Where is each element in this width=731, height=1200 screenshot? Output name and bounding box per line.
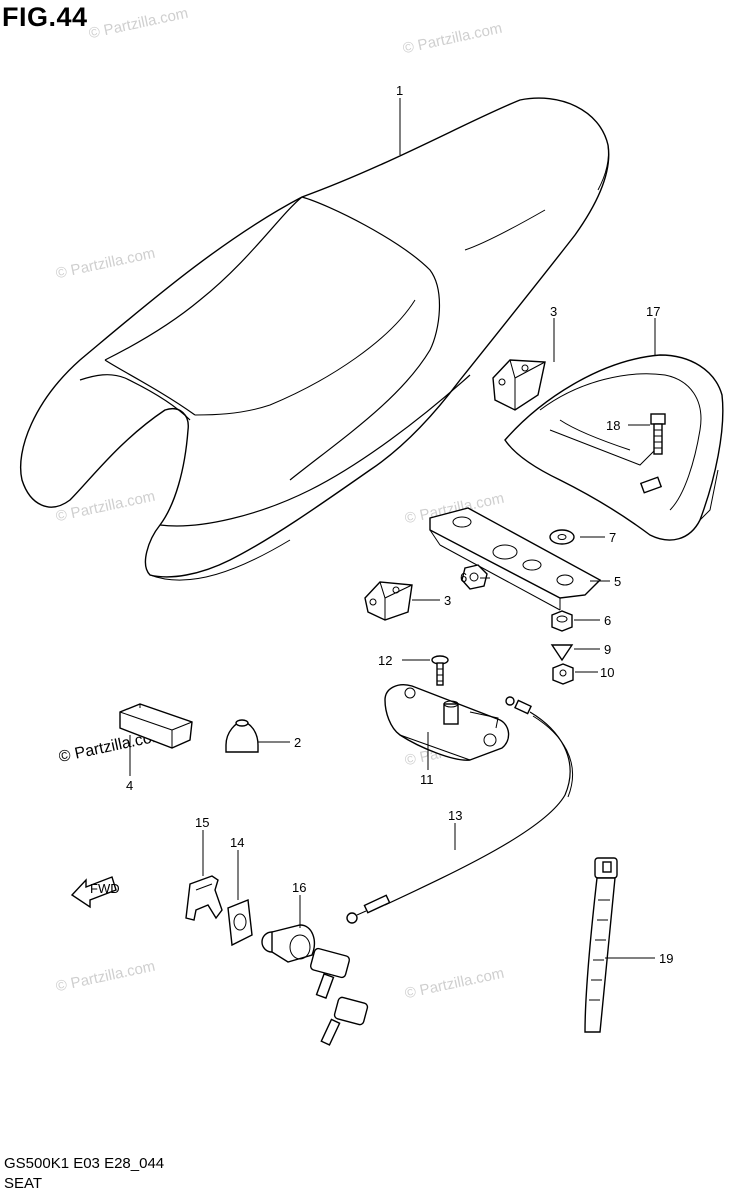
- callout-3-upper: 3: [550, 304, 557, 319]
- rubber-block-3-upper: [492, 359, 546, 411]
- cushion-2-part: [225, 719, 259, 753]
- rubber-block-3-lower: [364, 581, 413, 621]
- leader-lines: [129, 98, 656, 959]
- front-arrow-icon: FWD: [70, 876, 120, 909]
- nut-6-part: [461, 564, 488, 590]
- section-name: SEAT: [4, 1175, 43, 1192]
- cable-13-part: [346, 696, 573, 924]
- callout-7: 7: [609, 530, 616, 545]
- figure-title: FIG.44: [2, 2, 88, 32]
- callout-4: 4: [126, 778, 133, 793]
- washer-7-part: [549, 529, 575, 545]
- callout-10: 10: [600, 665, 614, 680]
- callout-13: 13: [448, 808, 462, 823]
- callout-16: 16: [292, 880, 306, 895]
- model-code: GS500K1 E03 E28_044: [4, 1155, 165, 1172]
- seat-lock-11-part: [384, 684, 510, 761]
- screw-12-part: [431, 655, 449, 686]
- callout-14: 14: [230, 835, 244, 850]
- front-arrow-label: FWD: [90, 881, 120, 896]
- callout-11: 11: [420, 772, 434, 787]
- bolt-18-part: [650, 413, 666, 455]
- grab-handle-part: [504, 354, 724, 541]
- washer-9-part: [550, 644, 574, 662]
- callout-6-left: 6: [460, 570, 467, 585]
- callout-6-right: 6: [604, 613, 611, 628]
- callout-15: 15: [195, 815, 209, 830]
- nut-10-part: [552, 663, 574, 685]
- callout-12: 12: [378, 653, 392, 668]
- callout-19: 19: [659, 951, 673, 966]
- callout-1: 1: [396, 83, 403, 98]
- callout-3-lower: 3: [444, 593, 451, 608]
- callout-18: 18: [606, 418, 620, 433]
- cable-tie-19-part: [584, 857, 618, 1033]
- plate-14-part: [227, 899, 253, 947]
- callout-2: 2: [294, 735, 301, 750]
- callout-5: 5: [614, 574, 621, 589]
- lock-cylinder-16-part: [261, 924, 369, 1046]
- clip-15-part: [185, 875, 223, 921]
- callout-labels: 1 3 17 18 7 6 5 3 6 9 10 12 11 13 4 2 15…: [126, 83, 673, 966]
- mount-plate-5-part: [429, 507, 602, 611]
- pad-4-part: [119, 703, 193, 749]
- callout-9: 9: [604, 642, 611, 657]
- callout-17: 17: [646, 304, 660, 319]
- nut-6-right-part: [551, 610, 573, 632]
- seat-part: [19, 97, 610, 581]
